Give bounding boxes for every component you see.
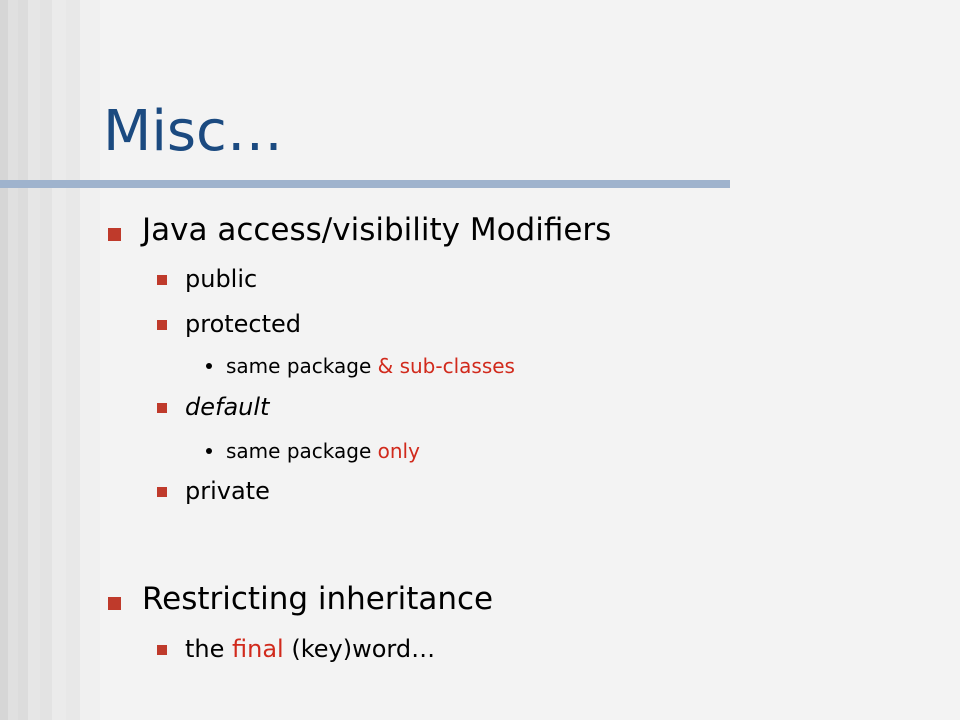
bullet-square-icon	[157, 403, 167, 413]
bullet-dot-icon	[206, 448, 212, 454]
sub-bullet-protected: same package & sub-classes	[226, 352, 515, 380]
bullet-square-icon	[108, 228, 121, 241]
sub-bullet-plain: same package	[226, 354, 378, 378]
keyword-highlight: final	[232, 635, 284, 663]
slide-title: Misc…	[103, 99, 283, 164]
bullet-public: public	[185, 265, 258, 293]
text-plain: the	[185, 635, 233, 663]
sub-bullet-highlight: & sub-classes	[377, 354, 515, 378]
title-underline	[0, 180, 730, 188]
bullet-dot-icon	[206, 363, 212, 369]
bullet-default: default	[185, 393, 270, 421]
bullet-square-icon	[157, 645, 167, 655]
bullet-final-keyword: the final (key)word…	[185, 633, 435, 665]
bullet-square-icon	[108, 597, 121, 610]
bullet-restricting-inheritance: Restricting inheritance	[142, 581, 494, 617]
bullet-access-modifiers: Java access/visibility Modifiers	[142, 212, 612, 248]
sub-bullet-highlight: only	[377, 439, 420, 463]
bullet-square-icon	[157, 275, 167, 285]
bullet-private: private	[185, 477, 270, 505]
bullet-square-icon	[157, 487, 167, 497]
text-plain: (key)word…	[283, 635, 436, 663]
sub-bullet-plain: same package	[226, 439, 378, 463]
bullet-square-icon	[157, 320, 167, 330]
sub-bullet-default: same package only	[226, 437, 420, 465]
bullet-protected: protected	[185, 310, 302, 338]
